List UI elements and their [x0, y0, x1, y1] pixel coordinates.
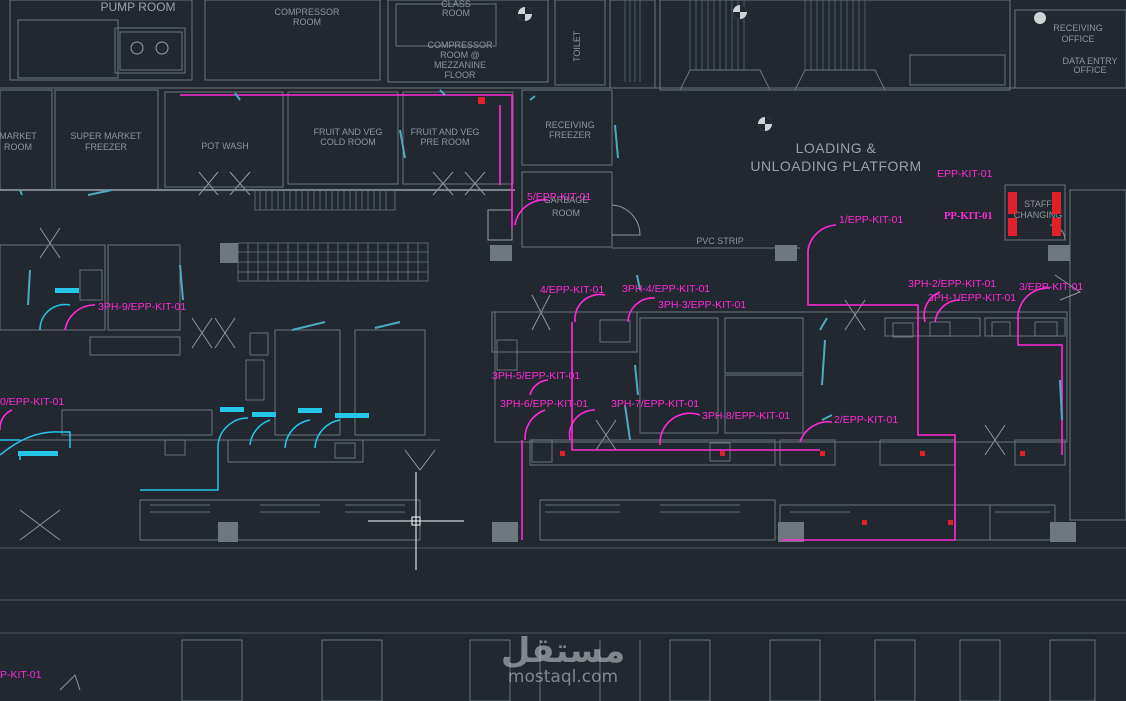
walls-row2: [0, 89, 1126, 521]
room-label-rcv-freezer-1: RECEIVING: [545, 120, 595, 130]
room-label-mezz-3: MEZZANINE: [434, 60, 486, 70]
stair-outline: [679, 69, 886, 91]
watermark-arabic: مستقل: [501, 631, 625, 671]
column-2: [490, 245, 512, 261]
room-label-compressor-2: ROOM: [293, 17, 321, 27]
room-label-receiving-office-2: OFFICE: [1062, 34, 1095, 44]
circuit-tag-3ph-2: 3PH-2/EPP-KIT-01: [908, 278, 996, 290]
room-label-data-entry-2: OFFICE: [1074, 65, 1107, 75]
column-1: [220, 243, 238, 263]
room-label-market-2: ROOM: [4, 142, 32, 152]
pvc-strip-label: PVC STRIP: [696, 236, 744, 246]
column-8: [218, 522, 238, 542]
room-label-receiving-office-1: RECEIVING: [1053, 23, 1103, 33]
column-4: [1048, 245, 1070, 261]
room-label-market-1: MARKET: [0, 131, 37, 141]
circuit-tag-0: 0/EPP-KIT-01: [0, 396, 64, 408]
circuit-tag-3ph-7: 3PH-7/EPP-KIT-01: [611, 398, 699, 410]
room-label-mezz-2: ROOM @: [440, 50, 480, 60]
circuit-tag-2: 2/EPP-KIT-01: [834, 414, 898, 426]
circuit-tag-epp-kit-01: EPP-KIT-01: [937, 168, 993, 180]
room-label-fv-cold-1: FRUIT AND VEG: [314, 127, 383, 137]
svg-text:.: .: [179, 506, 180, 511]
room-label-compressor-1: COMPRESSOR: [274, 7, 340, 17]
column-6: [778, 522, 804, 542]
cyan-circuits: [0, 303, 341, 491]
circuit-tag-3ph-8: 3PH-8/EPP-KIT-01: [702, 410, 790, 422]
circuit-tag-3: 3/EPP-KIT-01: [1019, 281, 1083, 293]
circuit-tag-3ph-4: 3PH-4/EPP-KIT-01: [622, 283, 710, 295]
ceiling-fan-symbols: [518, 5, 1046, 131]
room-label-loading-2: UNLOADING PLATFORM: [750, 158, 921, 174]
door-swings: [19, 171, 1082, 691]
floor-grating: [237, 189, 429, 282]
room-label-pump: PUMP ROOM: [100, 0, 175, 14]
pump-equipment: [119, 31, 183, 71]
watermark-latin: mostaql.com: [508, 667, 618, 687]
room-label-smkt-freezer-1: SUPER MARKET: [70, 131, 142, 141]
circuit-tag-4: 4/EPP-KIT-01: [540, 284, 604, 296]
walls-top: [0, 0, 1126, 91]
room-label-fv-cold-2: COLD ROOM: [320, 137, 376, 147]
circuit-tag-3ph-3: 3PH-3/EPP-KIT-01: [658, 299, 746, 311]
room-label-loading-1: LOADING &: [796, 140, 877, 156]
room-label-staff-1: STAFF: [1024, 199, 1052, 209]
light-fixtures: [19, 89, 1063, 441]
circuit-tag-5: 5/EPP-KIT-01: [527, 191, 591, 203]
circuit-tag-3ph-9: 3PH-9/EPP-KIT-01: [98, 301, 186, 313]
room-label-class-1: CLASS: [441, 0, 471, 9]
circuit-tag-3ph-1: 3PH-1/EPP-KIT-01: [928, 292, 1016, 304]
column-9: [487, 209, 513, 241]
room-label-fv-pre-1: FRUIT AND VEG: [411, 127, 480, 137]
room-label-smkt-freezer-2: FREEZER: [85, 142, 128, 152]
circuit-tag-pp-kit-01: PP-KIT-01: [944, 211, 993, 222]
panel-markers: [478, 97, 1061, 525]
magenta-circuits: [0, 94, 1063, 541]
mostaql-watermark: مستقل mostaql.com: [501, 631, 625, 687]
room-label-rcv-freezer-2: FREEZER: [549, 130, 592, 140]
room-label-toilet: TOILET: [572, 30, 582, 62]
room-label-fv-pre-2: PRE ROOM: [420, 137, 469, 147]
column-3: [775, 245, 797, 261]
room-label-garbage-2: ROOM: [552, 208, 580, 218]
room-label-staff-2: CHANGING: [1014, 210, 1063, 220]
circuit-tag-p-kit-01: P-KIT-01: [0, 669, 42, 681]
circuit-tag-3ph-6: 3PH-6/EPP-KIT-01: [500, 398, 588, 410]
circuit-tag-3ph-5: 3PH-5/EPP-KIT-01: [492, 370, 580, 382]
room-label-pot-wash: POT WASH: [201, 141, 249, 151]
room-label-class-2: ROOM: [442, 8, 470, 18]
circuit-tag-1: 1/EPP-KIT-01: [839, 214, 903, 226]
room-label-mezz-4: FLOOR: [444, 70, 476, 80]
room-label-garbage-1: GARBAGE: [544, 195, 589, 205]
column-7: [1050, 522, 1076, 542]
cyan-bars: [18, 288, 369, 456]
column-5: [492, 522, 518, 542]
cad-crosshair[interactable]: [368, 472, 464, 570]
kitchen-equipment: [79, 269, 1096, 701]
louvers-top: [624, 0, 866, 82]
room-label-data-entry-1: DATA ENTRY: [1062, 56, 1117, 66]
room-label-mezz-1: COMPRESSOR: [427, 40, 493, 50]
